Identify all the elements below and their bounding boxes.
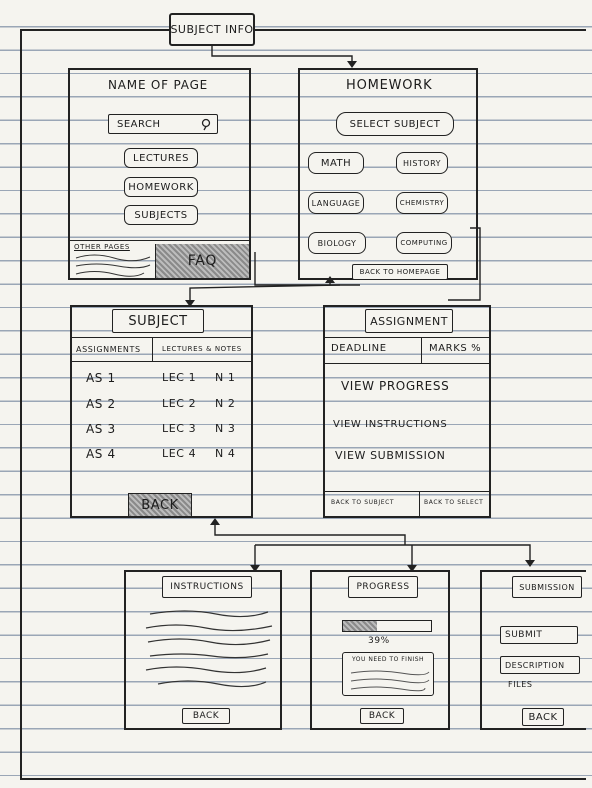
progress-back-button[interactable]: BACK — [360, 708, 404, 724]
outer-frame — [20, 29, 586, 780]
view-submission-link[interactable]: VIEW SUBMISSION — [335, 449, 446, 462]
back-to-select-button[interactable]: BACK TO SELECT — [424, 499, 484, 506]
lecture-link-1[interactable]: LEC 1 — [162, 371, 197, 384]
notes-link-4[interactable]: N 4 — [215, 447, 236, 460]
progress-bar-fill — [343, 621, 378, 631]
back-to-subject-button[interactable]: BACK TO SUBJECT — [331, 499, 395, 506]
homework-page-frame: HOMEWORK SELECT SUBJECT MATH HISTORY LAN… — [298, 68, 478, 280]
home-page-frame: NAME OF PAGE SEARCH LECTURES HOMEWORK SU… — [68, 68, 251, 280]
progress-heading: PROGRESS — [348, 576, 418, 598]
subject-biology-button[interactable]: BIOLOGY — [308, 232, 366, 254]
subject-page-frame: SUBJECT ASSIGNMENTS LECTURES & NOTES AS … — [70, 305, 253, 518]
search-input[interactable]: SEARCH — [108, 114, 218, 134]
subject-computing-button[interactable]: COMPUTING — [396, 232, 452, 254]
assignment-link-2[interactable]: AS 2 — [86, 397, 116, 411]
subject-math-button[interactable]: MATH — [308, 152, 364, 174]
faq-button[interactable]: FAQ — [155, 244, 249, 278]
subject-back-button[interactable]: BACK — [128, 493, 192, 517]
progress-note-text: YOU NEED TO FINISH — [351, 656, 425, 663]
progress-percent: 39% — [368, 636, 390, 646]
view-instructions-link[interactable]: VIEW INSTRUCTIONS — [333, 419, 448, 430]
subject-language-button[interactable]: LANGUAGE — [308, 192, 364, 214]
assignment-page-frame: ASSIGNMENT DEADLINE MARKS % VIEW PROGRES… — [323, 305, 491, 518]
lectures-notes-column-header: LECTURES & NOTES — [162, 345, 242, 353]
submit-button[interactable]: SUBMIT — [500, 626, 578, 644]
description-field[interactable]: DESCRIPTION — [500, 656, 580, 674]
lecture-link-2[interactable]: LEC 2 — [162, 397, 197, 410]
page-title: SUBJECT INFO — [169, 13, 255, 46]
nav-lectures-button[interactable]: LECTURES — [124, 148, 198, 168]
lecture-link-3[interactable]: LEC 3 — [162, 422, 197, 435]
assignment-link-1[interactable]: AS 1 — [86, 371, 116, 385]
files-field[interactable]: FILES — [508, 680, 533, 689]
deadline-label: DEADLINE — [331, 343, 387, 354]
nav-homework-button[interactable]: HOMEWORK — [124, 177, 198, 197]
submission-page-frame: SUBMISSION SUBMIT DESCRIPTION FILES BACK — [480, 570, 586, 730]
subject-back-label: BACK — [141, 497, 179, 513]
subject-header-divider — [72, 337, 251, 338]
assignment-header-divider — [325, 337, 489, 338]
notes-link-2[interactable]: N 2 — [215, 397, 236, 410]
search-icon — [201, 118, 211, 131]
assignment-link-4[interactable]: AS 4 — [86, 447, 116, 461]
progress-bar-track — [342, 620, 432, 632]
faq-label: FAQ — [187, 253, 218, 269]
subject-chemistry-button[interactable]: CHEMISTRY — [396, 192, 448, 214]
deadline-row-divider — [325, 363, 489, 364]
assignments-column-header: ASSIGNMENTS — [76, 345, 141, 354]
other-pages-label[interactable]: OTHER PAGES — [74, 243, 130, 251]
lecture-link-4[interactable]: LEC 4 — [162, 447, 197, 460]
homework-heading: HOMEWORK — [346, 78, 433, 93]
nav-subjects-button[interactable]: SUBJECTS — [124, 205, 198, 225]
deadline-marks-divider — [421, 337, 422, 363]
progress-note: YOU NEED TO FINISH — [342, 652, 434, 696]
progress-note-scribble — [350, 670, 430, 692]
notes-link-1[interactable]: N 1 — [215, 371, 236, 384]
progress-page-frame: PROGRESS 39% YOU NEED TO FINISH BACK — [310, 570, 450, 730]
submission-heading: SUBMISSION — [512, 576, 582, 598]
assignment-footer-divider — [325, 491, 489, 492]
instructions-heading: INSTRUCTIONS — [162, 576, 252, 598]
select-subject-dropdown[interactable]: SELECT SUBJECT — [336, 112, 454, 136]
footer-button-divider — [419, 491, 420, 516]
subject-heading: SUBJECT — [112, 309, 204, 333]
search-placeholder: SEARCH — [117, 118, 161, 130]
back-to-homepage-button[interactable]: BACK TO HOMEPAGE — [352, 264, 448, 280]
subject-history-button[interactable]: HISTORY — [396, 152, 448, 174]
view-progress-link[interactable]: VIEW PROGRESS — [341, 379, 450, 393]
instructions-back-button[interactable]: BACK — [182, 708, 230, 724]
other-pages-scribble — [75, 254, 151, 277]
column-divider — [152, 337, 153, 361]
assignment-heading: ASSIGNMENT — [365, 309, 453, 333]
footer-divider — [70, 240, 249, 241]
instructions-page-frame: INSTRUCTIONS BACK — [124, 570, 282, 730]
notes-link-3[interactable]: N 3 — [215, 422, 236, 435]
submission-back-button[interactable]: BACK — [522, 708, 564, 726]
column-header-divider — [72, 361, 251, 362]
page-name-heading: NAME OF PAGE — [108, 78, 209, 92]
assignment-link-3[interactable]: AS 3 — [86, 422, 116, 436]
instructions-text-scribble — [145, 610, 273, 688]
marks-label: MARKS % — [429, 343, 482, 354]
